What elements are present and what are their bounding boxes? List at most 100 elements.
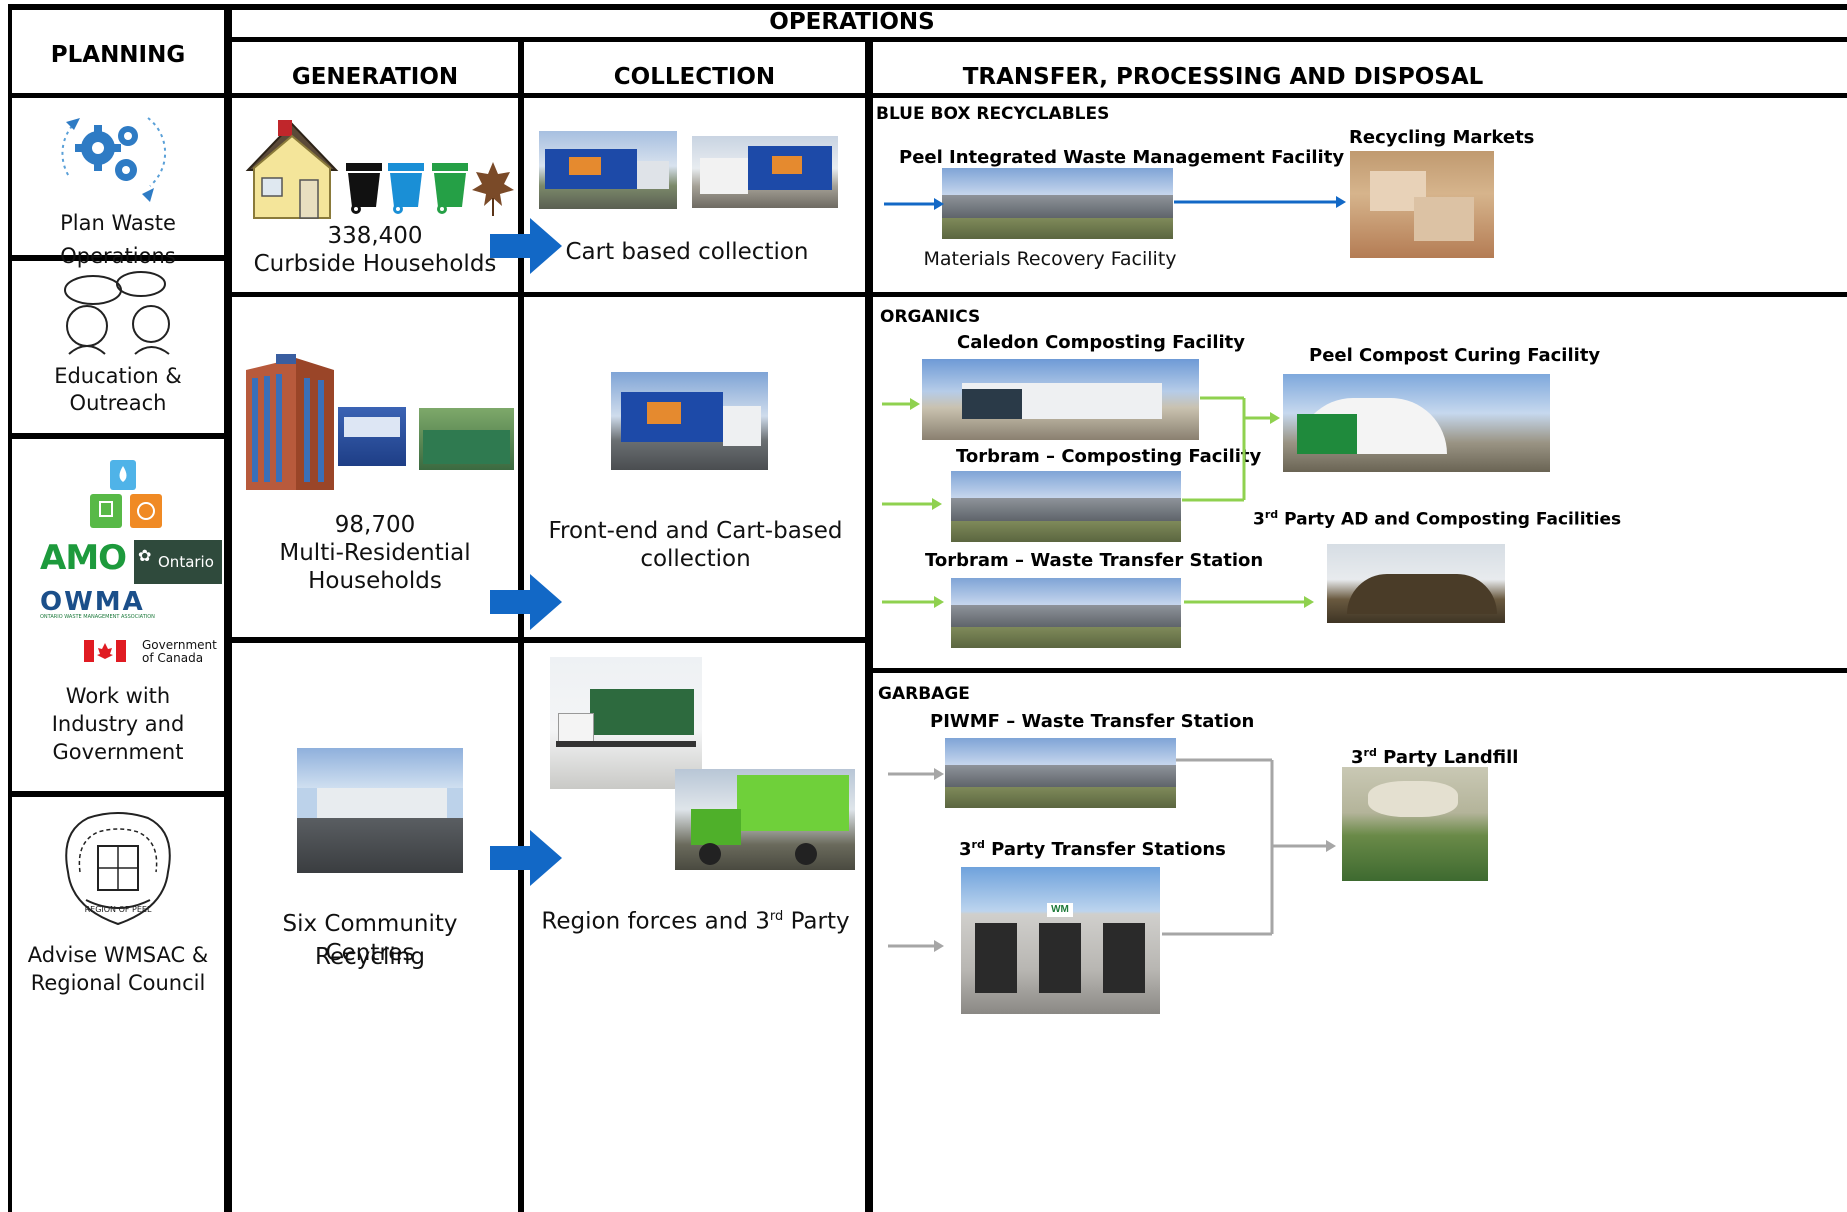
region-forces-label: Region forces and 3rd Party xyxy=(524,900,867,939)
third-party-transfer-label: 3rd Party Transfer Stations xyxy=(959,838,1226,860)
mrf-photo xyxy=(942,168,1173,239)
work-label-1: Work with xyxy=(65,684,171,708)
organics-title: ORGANICS xyxy=(880,307,981,327)
third-party-landfill-text: Party Landfill xyxy=(1376,747,1519,768)
frontend-collection-label-1: Front-end and Cart-based xyxy=(548,518,843,544)
canada-flag-icon xyxy=(84,640,126,662)
owma-logo-sub: ONTARIO WASTE MANAGEMENT ASSOCIATION xyxy=(40,614,155,620)
recycling-markets-photo xyxy=(1350,151,1494,258)
third-party-landfill-label: 3rd Party Landfill xyxy=(1351,746,1518,768)
row2-bottom-left xyxy=(228,637,873,643)
planning-header: PLANNING xyxy=(50,42,186,68)
torbram-transfer-photo xyxy=(951,578,1181,648)
multi-res-bin-photo xyxy=(338,407,406,466)
third-party-transfer-sup: rd xyxy=(971,838,985,851)
multi-label-1: Multi-Residential xyxy=(279,540,471,566)
bluebox-title: BLUE BOX RECYCLABLES xyxy=(876,104,1110,124)
seal-text: REGION OF PEEL xyxy=(85,905,152,914)
frontend-truck-photo xyxy=(611,372,768,470)
garbage-title: GARBAGE xyxy=(878,684,970,704)
apartment-building-icon xyxy=(246,354,334,490)
green-dump-truck-photo xyxy=(675,769,855,870)
wm-sign: WM xyxy=(1047,903,1073,917)
blue-truck-photo-2 xyxy=(692,136,838,208)
advise-label-1: Advise WMSAC & xyxy=(27,943,209,967)
third-party-ad-3: 3 xyxy=(1253,509,1265,530)
curbside-label: Curbside Households xyxy=(253,251,497,277)
ontario-logo-text: Ontario xyxy=(158,553,214,571)
conversation-icon xyxy=(64,271,170,355)
gen-col-divider xyxy=(518,42,524,1212)
education-label-1: Education & xyxy=(54,364,182,388)
ccr-label-1: Six Community Recycling xyxy=(282,911,458,970)
gears-icon xyxy=(61,117,167,202)
operations-header-bottom xyxy=(228,37,1847,42)
row1-bottom xyxy=(228,292,1847,297)
collection-header: COLLECTION xyxy=(613,64,776,90)
plan-row1-bottom xyxy=(8,255,228,261)
blue-arrow-1 xyxy=(490,218,562,274)
mrf-label: Materials Recovery Facility xyxy=(923,248,1177,270)
plan-row3-bottom xyxy=(8,791,228,797)
third-party-transfer-3: 3 xyxy=(959,839,972,860)
green-cart-icon xyxy=(432,163,468,214)
third-party-transfer-photo: WM xyxy=(961,867,1160,1014)
canada-logo-text-1: Government xyxy=(142,638,217,652)
third-party-transfer-text: Party Transfer Stations xyxy=(984,839,1226,860)
curing-facility-photo xyxy=(1283,374,1550,472)
work-label-3: Government xyxy=(52,740,184,764)
owma-logo: OWMA xyxy=(40,587,145,617)
third-party-landfill-sup: rd xyxy=(1363,746,1377,759)
third-party-landfill-3: 3 xyxy=(1351,747,1364,768)
blue-truck-photo-1 xyxy=(539,131,677,209)
blue-arrow-2 xyxy=(490,574,562,630)
blue-cart-icon xyxy=(388,163,424,214)
third-party-ad-sup: rd xyxy=(1264,508,1279,521)
coll-col-divider xyxy=(865,42,873,1212)
piwmf-facility-label: Peel Integrated Waste Management Facilit… xyxy=(899,147,1345,168)
piwmf-transfer-photo xyxy=(945,738,1176,808)
third-party-ad-label: 3rd Party AD and Composting Facilities xyxy=(1253,508,1621,530)
row2-bottom-right xyxy=(873,668,1847,673)
third-party-ad-text: Party AD and Composting Facilities xyxy=(1278,509,1622,530)
community-recycling-centre-photo xyxy=(297,748,463,873)
frontend-collection-label-2: collection xyxy=(640,546,751,572)
plan-waste-label: Plan Waste Operations xyxy=(60,211,176,268)
frame-left xyxy=(8,4,12,1212)
region-forces-text-2: Party xyxy=(783,908,850,935)
organics-flow-arrows xyxy=(882,396,1314,608)
multi-label-2: Households xyxy=(308,568,442,594)
torbram-composting-photo xyxy=(951,471,1181,542)
multi-res-dumpster-photo xyxy=(419,408,514,470)
black-cart-icon xyxy=(346,163,382,214)
curing-facility-label: Peel Compost Curing Facility xyxy=(1309,345,1601,366)
garbage-flow-arrows xyxy=(888,758,1336,952)
caledon-facility-photo xyxy=(922,359,1199,440)
ontario-trillium-icon: ✿ xyxy=(138,548,152,565)
region-of-peel-seal-icon: REGION OF PEEL xyxy=(65,812,171,926)
plan-row2-bottom xyxy=(8,433,228,439)
roll-off-truck-photo xyxy=(550,657,702,789)
ccr-label-2: Centres xyxy=(325,940,415,966)
curbside-count: 338,400 xyxy=(327,223,423,249)
canada-logo: Government of Canada xyxy=(80,634,217,666)
torbram-composting-label: Torbram – Composting Facility xyxy=(956,446,1262,467)
amo-logo: AMO xyxy=(40,538,127,578)
piwmf-transfer-label: PIWMF – Waste Transfer Station xyxy=(930,711,1255,732)
transfer-header: TRANSFER, PROCESSING AND DISPOSAL xyxy=(962,64,1484,90)
third-party-compost-photo xyxy=(1327,544,1505,623)
bluebox-flow-arrows xyxy=(884,196,1346,210)
ontario-logo: ✿ Ontario xyxy=(134,540,222,584)
operations-header: OPERATIONS xyxy=(769,9,935,35)
subheader-bottom xyxy=(8,93,1847,98)
blue-arrow-3 xyxy=(490,830,562,886)
caledon-label: Caledon Composting Facility xyxy=(957,332,1246,353)
region-forces-sup: rd xyxy=(769,909,784,924)
education-label-2: Outreach xyxy=(69,391,167,415)
cart-collection-label: Cart based collection xyxy=(565,239,809,265)
region-forces-text: Region forces and 3 xyxy=(541,908,770,935)
torbram-transfer-label: Torbram – Waste Transfer Station xyxy=(925,550,1264,571)
recycling-markets-label: Recycling Markets xyxy=(1349,127,1535,148)
recycling-council-icon xyxy=(90,460,162,528)
house-icon xyxy=(245,120,339,219)
